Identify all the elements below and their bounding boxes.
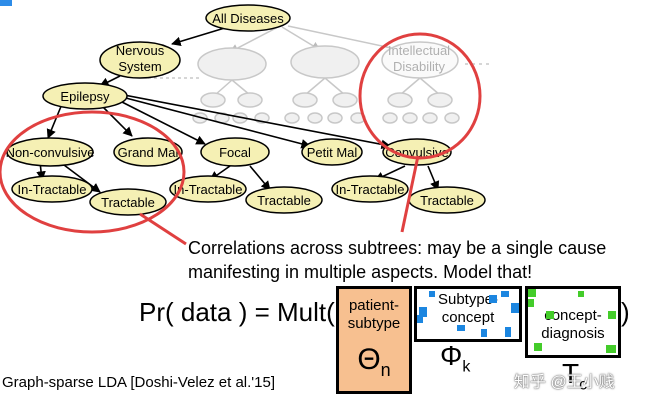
label-tractable-1: Tractable — [101, 195, 155, 210]
tree-nodes — [6, 4, 486, 216]
label-system: System — [118, 59, 161, 74]
label-tractable-2: Tractable — [257, 193, 311, 208]
subtype-line-1: Subtype- — [437, 291, 499, 308]
caption-line-1: Correlations across subtrees: may be a s… — [188, 238, 607, 258]
subtype-line-2: concept — [441, 309, 495, 326]
label-all-diseases: All Diseases — [212, 11, 284, 26]
node-petit-mal — [301, 138, 363, 166]
label-petit-mal: Petit Mal — [307, 145, 358, 160]
node-in-tractable-3 — [331, 175, 409, 203]
concept-diagnosis-box: concept- diagnosis — [525, 286, 621, 358]
red-circle-left — [0, 110, 186, 234]
node-grand-mal — [113, 137, 183, 167]
phi-char: Φ — [440, 340, 463, 371]
label-in-tractable-3: In-Tractable — [336, 182, 405, 197]
subtype-concept-box: Subtype- concept — [414, 286, 522, 342]
formula-left: Pr( data ) = Mult( — [139, 297, 335, 327]
caption-line-2: manifesting in multiple aspects. Model t… — [188, 262, 533, 282]
node-nervous-system — [99, 41, 181, 79]
tree-edges — [36, 26, 440, 193]
tau-symbol: Tc — [562, 358, 587, 395]
label-epilepsy: Epilepsy — [60, 89, 110, 104]
label-disability: Disability — [393, 59, 446, 74]
label-focal: Focal — [219, 145, 251, 160]
node-non-convulsive — [6, 137, 94, 167]
theta-char: Θ — [357, 343, 381, 376]
caption: Correlations across subtrees: may be a s… — [188, 236, 606, 284]
tau-char: T — [562, 358, 580, 389]
red-pointer-left — [139, 212, 187, 246]
node-in-tractable-1 — [11, 175, 93, 203]
diagnosis-line-1: concept- — [544, 307, 602, 324]
patient-line-2: subtype — [347, 315, 401, 332]
theta-symbol: Θn — [339, 343, 409, 387]
formula-right: ) — [621, 297, 630, 327]
node-in-tractable-2 — [169, 175, 247, 203]
corner-marker — [0, 0, 12, 6]
faded-subtree — [148, 25, 490, 124]
red-pointer-right — [400, 155, 420, 233]
label-nervous: Nervous — [116, 43, 165, 58]
highlight-circles — [0, 32, 482, 246]
phi-symbol: Φk — [440, 340, 470, 377]
node-epilepsy — [42, 82, 128, 110]
red-circle-right — [358, 32, 482, 160]
node-tractable-1 — [89, 188, 167, 216]
patient-line-1: patient- — [348, 297, 400, 314]
phi-subscript: k — [462, 358, 471, 376]
node-all-diseases — [205, 4, 291, 32]
label-intellectual: Intellectual — [388, 43, 450, 58]
node-tractable-2 — [245, 186, 323, 214]
label-tractable-3: Tractable — [420, 193, 474, 208]
patient-subtype-box: patient- subtype Θn — [336, 286, 412, 394]
label-non-convulsive: Non-convulsive — [6, 145, 95, 160]
label-grand-mal: Grand Mal — [118, 145, 179, 160]
diagnosis-line-2: diagnosis — [541, 325, 605, 342]
watermark: 知乎 @王小贱 — [514, 374, 615, 391]
blue-sparsity-marks — [417, 291, 519, 337]
green-sparsity-marks — [528, 289, 616, 353]
label-in-tractable-2: In-Tractable — [174, 182, 243, 197]
tau-subscript: c — [579, 376, 588, 394]
theta-subscript: n — [380, 360, 391, 380]
citation: Graph-sparse LDA [Doshi-Velez et al.'15] — [2, 374, 276, 391]
label-in-tractable-1: In-Tractable — [18, 182, 87, 197]
node-focal — [200, 137, 270, 167]
